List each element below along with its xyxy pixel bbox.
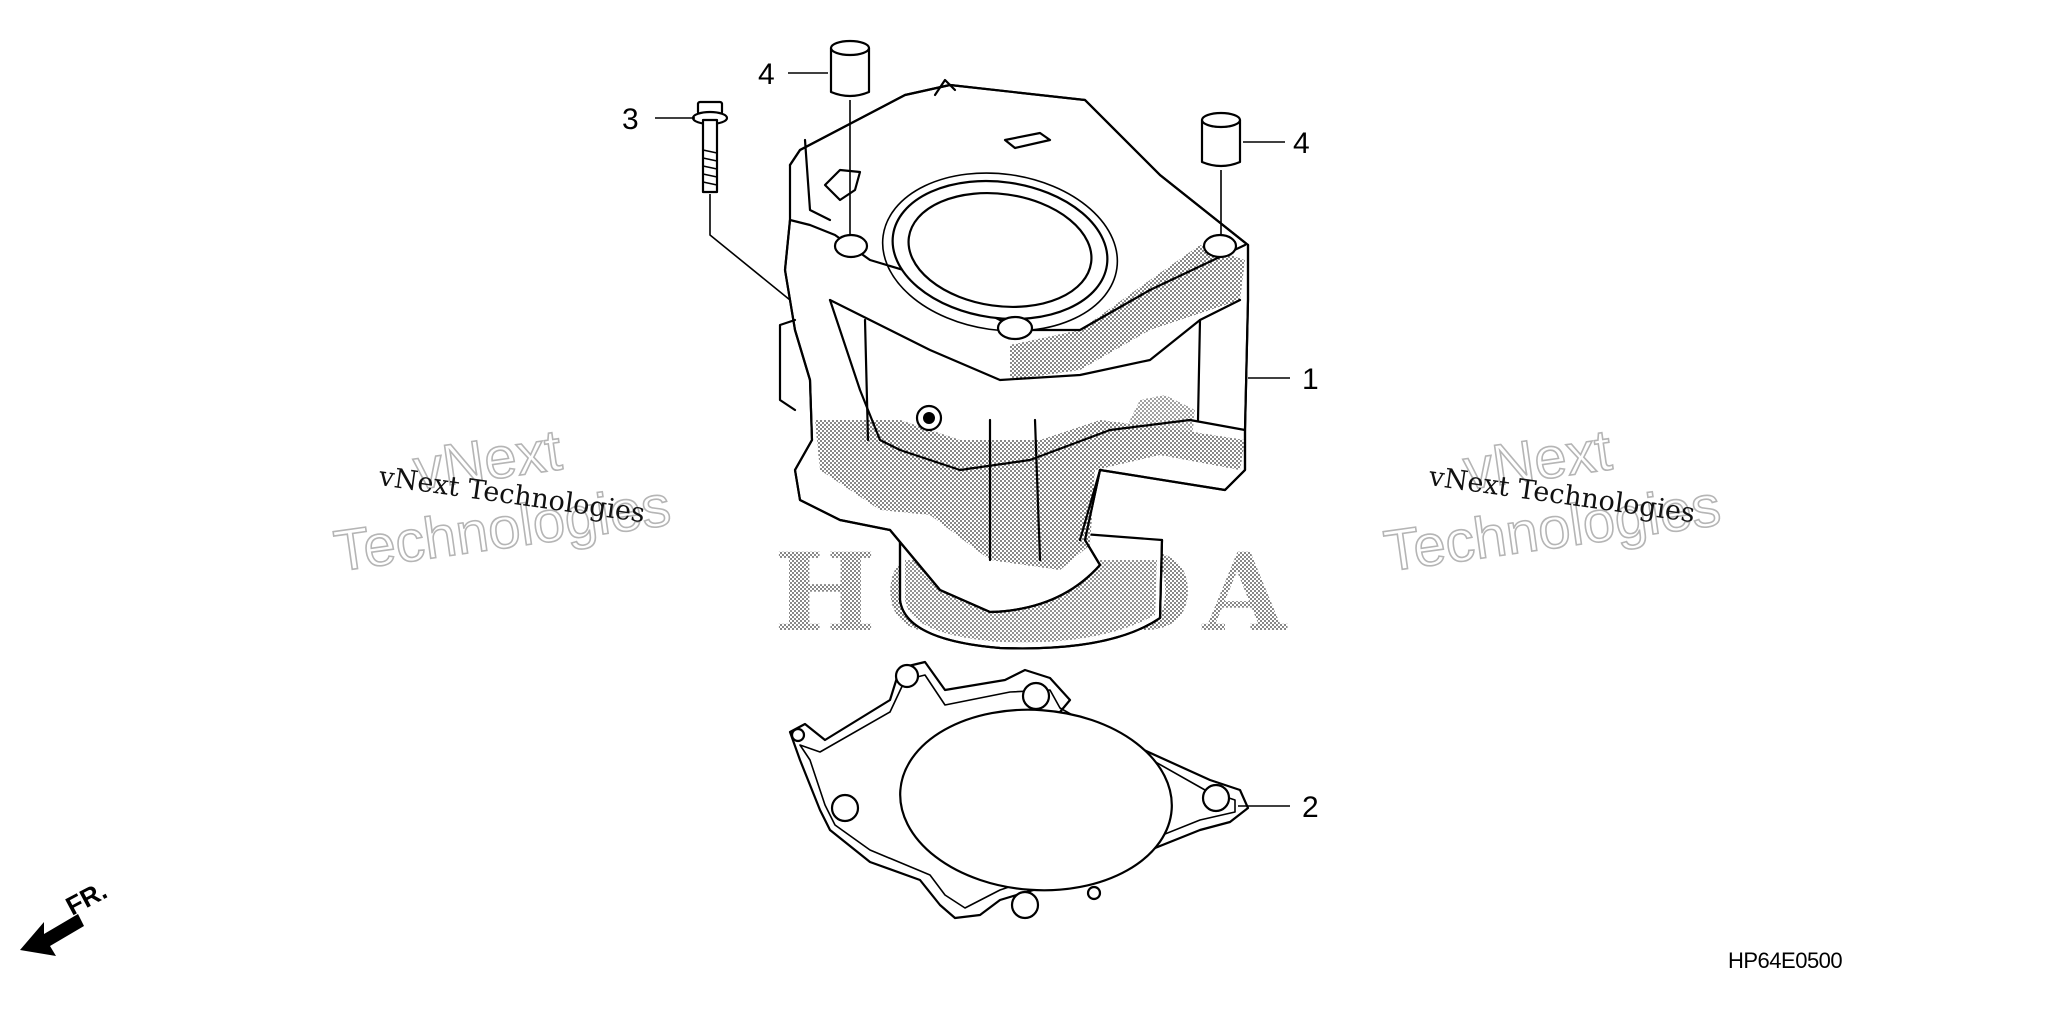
front-arrow-icon [20,914,84,956]
callout-4-left-label: 4 [758,58,775,91]
front-direction-label: FR. [61,875,112,921]
callout-3: 3 [622,103,695,136]
callout-4-left: 4 [758,58,828,91]
gasket-part [788,660,1250,920]
callout-4-right-label: 4 [1293,127,1310,160]
callout-1: 1 [1248,363,1319,396]
callout-4-right: 4 [1243,127,1310,160]
callout-1-label: 1 [1302,363,1319,396]
diagram-code: HP64E0500 [1728,948,1842,973]
dowel-pin-right [1200,111,1242,235]
callout-3-label: 3 [622,103,639,136]
bolt-part [691,100,791,301]
callout-2-label: 2 [1302,791,1319,824]
front-direction-indicator: FR. [20,875,112,956]
dowel-pin-left [829,39,871,235]
callout-2: 2 [1238,791,1319,824]
cylinder-part [778,78,1250,650]
